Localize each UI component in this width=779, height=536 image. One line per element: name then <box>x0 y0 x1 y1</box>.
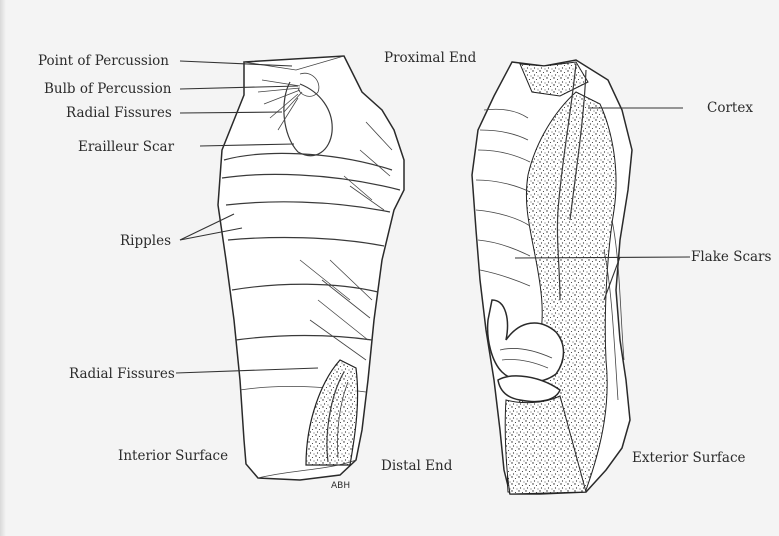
label-cortex: Cortex <box>707 100 753 116</box>
label-proximal-end: Proximal End <box>384 50 476 66</box>
label-radial-fissures-top: Radial Fissures <box>66 105 172 121</box>
interior-flake <box>218 56 404 480</box>
label-bulb-of-percussion: Bulb of Percussion <box>44 81 171 97</box>
label-radial-fissures-bottom: Radial Fissures <box>69 366 175 382</box>
label-distal-end: Distal End <box>381 458 452 474</box>
artist-signature: ABH <box>331 478 350 494</box>
label-ripples: Ripples <box>120 233 171 249</box>
label-erailleur-scar: Erailleur Scar <box>78 139 174 155</box>
exterior-flake <box>472 60 632 494</box>
label-exterior-surface: Exterior Surface <box>632 450 746 466</box>
label-point-of-percussion: Point of Percussion <box>38 53 169 69</box>
label-interior-surface: Interior Surface <box>118 448 228 464</box>
label-flake-scars: Flake Scars <box>691 249 771 265</box>
